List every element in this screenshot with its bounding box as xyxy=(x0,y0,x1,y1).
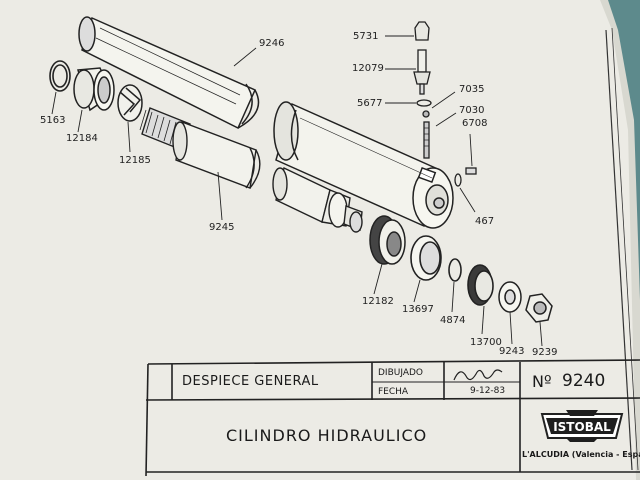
piston-rod xyxy=(272,166,363,233)
fecha-label: FECHA xyxy=(378,387,409,397)
label-13700: 13700 xyxy=(470,337,502,348)
valve-assembly xyxy=(413,21,477,187)
washer-9243 xyxy=(498,281,522,313)
company-location: L'ALCUDIA (Valencia - Espa xyxy=(522,450,640,459)
leader-lines xyxy=(51,35,543,347)
label-12079: 12079 xyxy=(352,63,384,74)
label-5163: 5163 xyxy=(40,115,66,126)
part-title: CILINDRO HIDRAULICO xyxy=(226,426,428,445)
label-13697: 13697 xyxy=(402,304,434,315)
label-7030: 7030 xyxy=(459,105,485,116)
title-block-frame xyxy=(145,359,640,477)
label-9246: 9246 xyxy=(259,38,285,49)
cylinder-body xyxy=(273,101,454,229)
label-9239: 9239 xyxy=(532,347,558,358)
drawing-date: 9-12-83 xyxy=(470,386,506,396)
oring-4874 xyxy=(448,258,462,282)
nut-9239 xyxy=(525,293,553,323)
label-4874: 4874 xyxy=(440,315,466,326)
title-block-heading: DESPIECE GENERAL xyxy=(182,374,319,389)
ring-13697 xyxy=(410,235,442,281)
label-5731: 5731 xyxy=(353,31,379,42)
label-12182: 12182 xyxy=(362,296,394,307)
bushing-12184 xyxy=(73,67,115,112)
seal-13700 xyxy=(467,264,494,306)
company-logo: ISTOBAL xyxy=(540,410,624,442)
tube-9246 xyxy=(78,16,260,130)
label-467: 467 xyxy=(475,216,495,227)
signature xyxy=(453,369,503,381)
dibujado-label: DIBUJADO xyxy=(378,368,424,378)
drawing-number-prefix: Nº xyxy=(532,372,552,391)
drawing-number: 9240 xyxy=(562,371,606,391)
label-12185: 12185 xyxy=(119,155,151,166)
rod-9245 xyxy=(139,107,261,189)
gland-12182 xyxy=(369,215,406,265)
label-12184: 12184 xyxy=(66,133,98,144)
snap-ring-5163 xyxy=(49,60,71,92)
label-6708: 6708 xyxy=(462,118,488,129)
label-9243: 9243 xyxy=(499,346,525,357)
label-7035: 7035 xyxy=(459,84,485,95)
label-9245: 9245 xyxy=(209,222,235,233)
seal-12185 xyxy=(117,84,143,122)
label-5677: 5677 xyxy=(357,98,383,109)
company-name: ISTOBAL xyxy=(553,420,611,434)
